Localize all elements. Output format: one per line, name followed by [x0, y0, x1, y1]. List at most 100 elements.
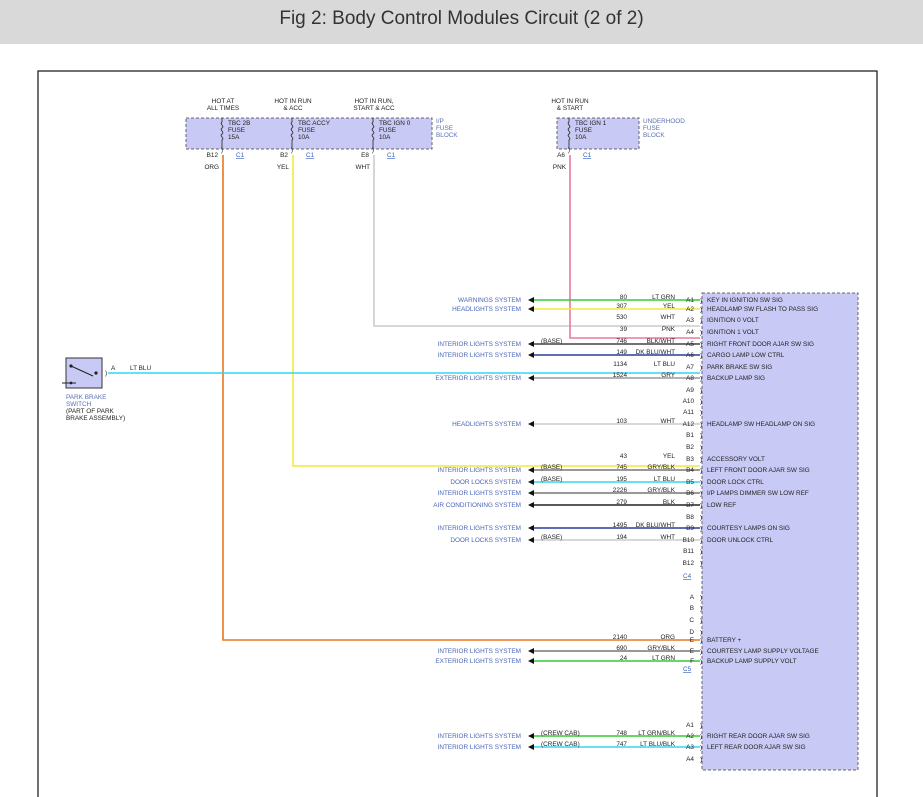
- fuse-name: FUSE: [575, 127, 592, 134]
- fuse-name: 10A: [575, 134, 587, 141]
- wire-yel: [292, 155, 700, 467]
- fuse-hot-label: & START: [557, 105, 583, 112]
- module-pin-description: PARK BRAKE SW SIG: [707, 364, 772, 371]
- fuse-hot-label: HOT IN RUN,: [355, 98, 394, 105]
- switch-contact-icon: [94, 371, 98, 375]
- connector-mark-icon: ): [700, 457, 702, 464]
- system-link[interactable]: HEADLIGHTS SYSTEM: [452, 421, 521, 428]
- fuse-wire-color: WHT: [355, 164, 370, 171]
- fuse-block-label: BLOCK: [643, 132, 665, 139]
- arrow-left-icon: [528, 502, 534, 508]
- system-link[interactable]: AIR CONDITIONING SYSTEM: [433, 502, 521, 509]
- variant-note: (BASE): [541, 338, 562, 345]
- connector-mark-icon: ): [700, 480, 702, 487]
- fuse-block-label: UNDERHOOD: [643, 118, 685, 125]
- fuse-block-label: BLOCK: [436, 132, 458, 139]
- arrow-left-icon: [528, 648, 534, 654]
- wire-color-code: WHT: [660, 314, 675, 321]
- circuit-number: 279: [616, 499, 627, 506]
- circuit-number: 1495: [613, 522, 628, 529]
- circuit-number: 103: [616, 418, 627, 425]
- fuse-connector-link[interactable]: C1: [387, 152, 396, 159]
- system-link[interactable]: WARNINGS SYSTEM: [458, 297, 521, 304]
- fuse-icon: [371, 118, 375, 149]
- wire-color-code: GRY/BLK: [647, 487, 675, 494]
- module-pin: E: [690, 637, 694, 644]
- wire-color-code: LT GRN/BLK: [638, 730, 675, 737]
- connector-link-c4[interactable]: C4: [683, 573, 692, 580]
- connector-mark-icon: ): [700, 606, 702, 613]
- system-link[interactable]: INTERIOR LIGHTS SYSTEM: [438, 744, 521, 751]
- arrow-left-icon: [528, 341, 534, 347]
- system-link[interactable]: INTERIOR LIGHTS SYSTEM: [438, 341, 521, 348]
- ground-icon: [69, 381, 73, 385]
- wire-org: [222, 155, 700, 641]
- system-link[interactable]: INTERIOR LIGHTS SYSTEM: [438, 648, 521, 655]
- arrow-left-icon: [528, 352, 534, 358]
- connector-mark-icon: ): [700, 422, 702, 429]
- fuse-connector-link[interactable]: C1: [306, 152, 315, 159]
- module-pin: A11: [683, 409, 694, 416]
- fuse-connector-link[interactable]: C1: [236, 152, 245, 159]
- circuit-number: 43: [620, 453, 628, 460]
- connector-mark-icon: ): [700, 491, 702, 498]
- arrow-left-icon: [528, 525, 534, 531]
- arrow-left-icon: [528, 744, 534, 750]
- fuse-hot-label: HOT IN RUN: [551, 98, 589, 105]
- fuse-block-ip: [185, 117, 433, 150]
- fuse-pin: B2: [280, 152, 288, 159]
- switch-connector-mark-icon: ): [105, 370, 107, 377]
- module-pin-description: I/P LAMPS DIMMER SW LOW REF: [707, 490, 809, 497]
- module-pin: A2: [686, 306, 694, 313]
- wire-color-code: LT BLU: [654, 476, 675, 483]
- connector-mark-icon: ): [700, 433, 702, 440]
- module-pin: B12: [683, 560, 695, 567]
- module-pin: C: [689, 617, 694, 624]
- module-pin: A10: [683, 398, 695, 405]
- connector-mark-icon: ): [700, 561, 702, 568]
- connector-mark-icon: ): [700, 538, 702, 545]
- system-link[interactable]: HEADLIGHTS SYSTEM: [452, 306, 521, 313]
- circuit-number: 690: [616, 645, 627, 652]
- connector-link-c5[interactable]: C5: [683, 666, 692, 673]
- module-pin: A4: [686, 329, 694, 336]
- fuse-name: TBC IGN 0: [379, 120, 411, 127]
- switch-pin: A: [111, 365, 116, 372]
- fuse-hot-label: & ACC: [283, 105, 303, 112]
- module-pin: B1: [686, 432, 694, 439]
- system-link[interactable]: INTERIOR LIGHTS SYSTEM: [438, 733, 521, 740]
- module-pin: A7: [686, 364, 694, 371]
- wire-color-code: LT BLU/BLK: [640, 741, 676, 748]
- fuse-icon: [220, 118, 224, 149]
- module-pin-description: RIGHT REAR DOOR AJAR SW SIG: [707, 733, 810, 740]
- system-link[interactable]: EXTERIOR LIGHTS SYSTEM: [435, 375, 521, 382]
- system-link[interactable]: INTERIOR LIGHTS SYSTEM: [438, 525, 521, 532]
- system-link[interactable]: INTERIOR LIGHTS SYSTEM: [438, 490, 521, 497]
- module-pin: B4: [686, 467, 694, 474]
- module-pin: A12: [683, 421, 695, 428]
- variant-note: (BASE): [541, 476, 562, 483]
- system-link[interactable]: INTERIOR LIGHTS SYSTEM: [438, 467, 521, 474]
- circuit-number: 2226: [613, 487, 628, 494]
- system-link[interactable]: INTERIOR LIGHTS SYSTEM: [438, 352, 521, 359]
- system-link[interactable]: EXTERIOR LIGHTS SYSTEM: [435, 658, 521, 665]
- connector-mark-icon: ): [700, 526, 702, 533]
- system-link[interactable]: DOOR LOCKS SYSTEM: [450, 479, 521, 486]
- module-pin-description: DOOR UNLOCK CTRL: [707, 537, 773, 544]
- fuse-pin: B12: [207, 152, 219, 159]
- module-pin-description: BACKUP LAMP SIG: [707, 375, 765, 382]
- wire-color-code: BLK: [663, 499, 676, 506]
- fuse-connector-link[interactable]: C1: [583, 152, 592, 159]
- module-pin-description: BACKUP LAMP SUPPLY VOLT: [707, 658, 797, 665]
- wire-color-code: WHT: [660, 418, 675, 425]
- module-pin-description: BATTERY +: [707, 637, 742, 644]
- circuit-number: 39: [620, 326, 628, 333]
- module-pin: B: [690, 605, 694, 612]
- system-link[interactable]: DOOR LOCKS SYSTEM: [450, 537, 521, 544]
- module-pin: B10: [683, 537, 695, 544]
- module-pin-description: HEADLAMP SW HEADLAMP ON SIG: [707, 421, 815, 428]
- module-pin: B11: [683, 548, 694, 555]
- switch-contact-icon: [69, 364, 73, 368]
- connector-mark-icon: ): [700, 757, 702, 764]
- arrow-left-icon: [528, 297, 534, 303]
